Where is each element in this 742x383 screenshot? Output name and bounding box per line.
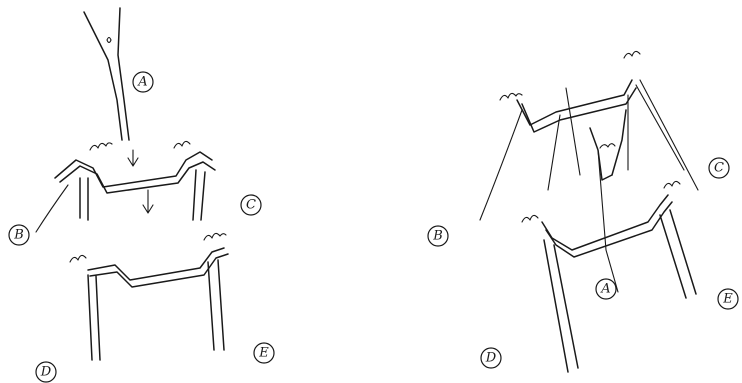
right-lower-piece (522, 181, 696, 372)
left-label-b: B (9, 225, 29, 245)
left-figure: A B C D E (9, 8, 274, 382)
left-stick-a (84, 8, 153, 213)
left-lower-piece (70, 233, 228, 360)
svg-text:C: C (246, 198, 256, 213)
right-upper-piece (480, 51, 698, 250)
svg-text:A: A (600, 282, 610, 297)
right-label-d: D (481, 348, 501, 368)
svg-text:A: A (137, 75, 147, 90)
svg-text:D: D (485, 351, 497, 366)
left-upper-piece (36, 141, 215, 232)
svg-text:C: C (714, 161, 724, 176)
right-label-c: C (709, 158, 729, 178)
right-figure: A B C D E (428, 51, 738, 372)
svg-text:B: B (432, 229, 443, 244)
svg-text:D: D (40, 365, 52, 380)
left-label-d: D (36, 362, 56, 382)
svg-text:E: E (722, 292, 733, 307)
svg-text:E: E (258, 346, 269, 361)
right-label-e: E (718, 289, 738, 309)
left-label-e: E (254, 343, 274, 363)
left-label-c: C (241, 195, 261, 215)
left-label-a: A (133, 72, 153, 92)
right-label-a: A (596, 279, 616, 299)
svg-text:B: B (13, 228, 24, 243)
right-label-b: B (428, 226, 448, 246)
